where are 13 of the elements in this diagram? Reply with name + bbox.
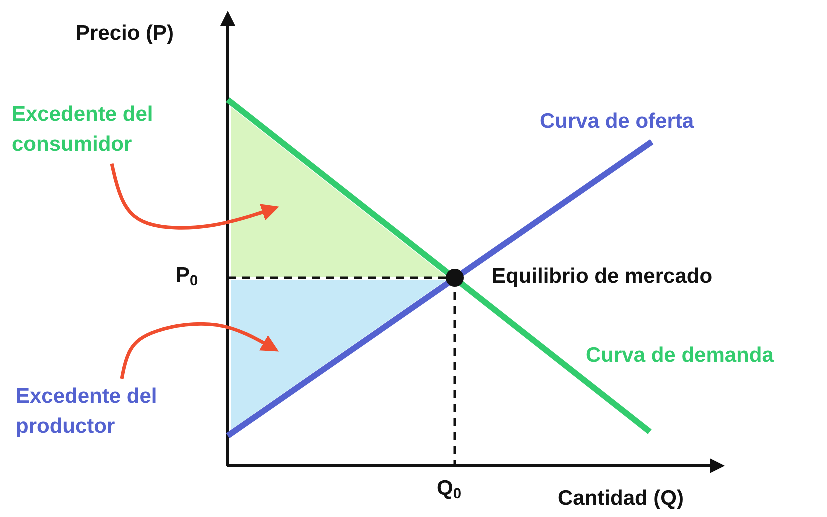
curve-label: Curva de demanda — [586, 343, 774, 369]
axis-tick-label: Q$_{0}$ — [437, 476, 462, 505]
surplus-area — [231, 280, 447, 430]
axis-title: Cantidad (Q) — [558, 486, 684, 512]
axis-title: Precio (P) — [76, 21, 174, 47]
point-label: Equilibrio de mercado — [492, 264, 713, 290]
surplus-label: Excedente del consumidor — [12, 102, 154, 158]
surplus-label: Excedente del productor — [16, 384, 158, 440]
curved-arrow — [110, 164, 280, 230]
axis-tick-label: P$_{0}$ — [176, 263, 198, 292]
curve-label: Curva de oferta — [540, 109, 694, 135]
surplus-area — [231, 107, 447, 277]
curved-arrow — [120, 322, 280, 380]
